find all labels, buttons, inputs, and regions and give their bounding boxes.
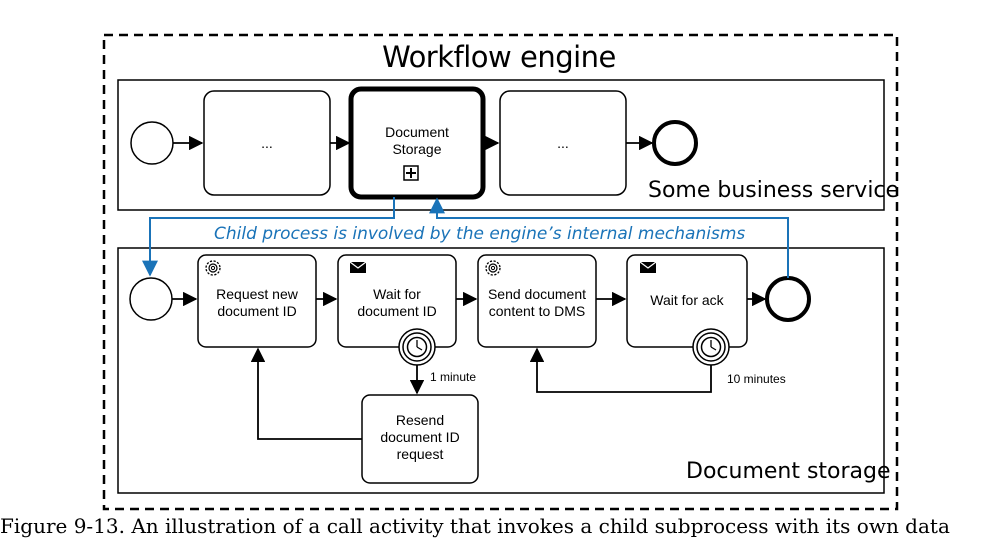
task-label-request: Request new document ID [216, 286, 298, 319]
top-task-right-label: ... [557, 135, 569, 151]
clock-icon [692, 328, 730, 366]
task-send-document-content [477, 254, 597, 348]
clock-icon [398, 328, 436, 366]
task-wait-for-document-id [337, 254, 457, 348]
figure-caption: Figure 9-13. An illustration of a call a… [0, 514, 950, 538]
timer-note-10-minutes: 10 minutes [727, 372, 786, 386]
top-task-left-label: ... [261, 135, 273, 151]
business-service-pool [117, 79, 885, 211]
top-end-event [652, 120, 698, 166]
gear-icon [485, 260, 501, 276]
resend-flow-arrow [250, 347, 362, 440]
workflow-engine-frame [102, 33, 899, 511]
envelope-icon [349, 261, 367, 273]
call-connector-up [429, 197, 789, 278]
business-service-label: Some business service [648, 178, 900, 203]
top-start-event [130, 121, 174, 165]
bottom-end-event [765, 276, 811, 322]
task-label-resend: Resend document ID request [380, 412, 460, 462]
document-storage-pool [117, 247, 885, 494]
task-wait-for-ack [626, 254, 748, 348]
bottom-start-event [129, 277, 173, 321]
retry-flow-arrow [529, 347, 712, 393]
call-connector-down [142, 197, 395, 277]
document-storage-label: Document Storage [385, 124, 449, 157]
task-label-wait-id: Wait for document ID [357, 286, 437, 319]
task-label-ack: Wait for ack [650, 292, 724, 308]
document-storage-pool-label: Document storage [686, 459, 891, 484]
envelope-icon [639, 261, 657, 273]
workflow-engine-title: Workflow engine [382, 40, 616, 74]
gear-icon [205, 260, 221, 276]
connector-caption: Child process is involved by the engine’… [214, 224, 746, 244]
timer-note-1-minute: 1 minute [430, 370, 477, 384]
document-storage-call-activity [348, 86, 486, 200]
task-label-send: Send document content to DMS [487, 286, 587, 319]
task-request-new-document-id [197, 254, 317, 348]
